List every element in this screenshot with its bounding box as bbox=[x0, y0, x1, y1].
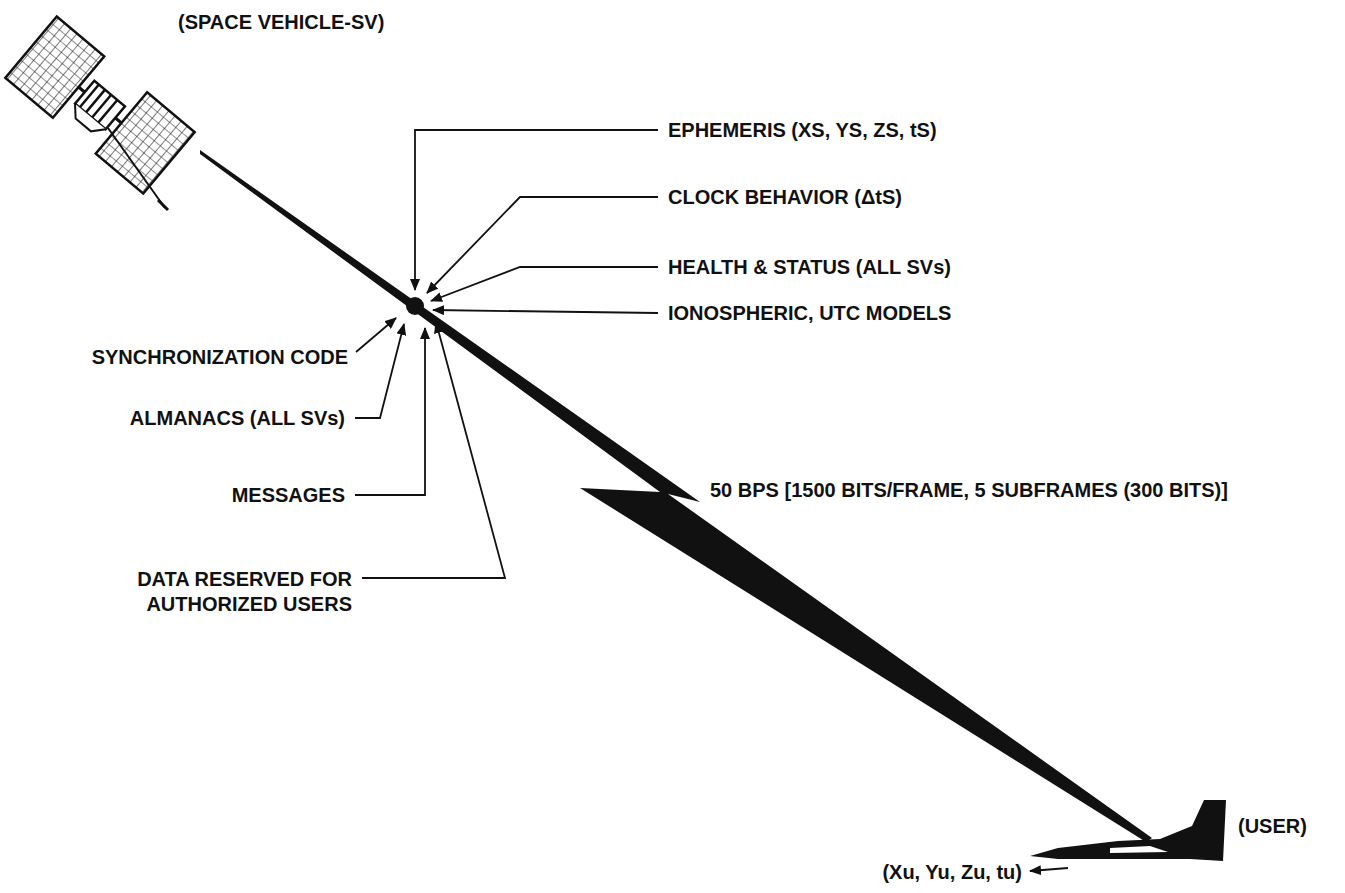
leader-arrow bbox=[433, 310, 658, 313]
leader-arrow bbox=[356, 318, 396, 352]
user-label: (USER) bbox=[1238, 814, 1307, 839]
leader-arrow bbox=[355, 328, 425, 495]
data-item: HEALTH & STATUS (ALL SVs) bbox=[668, 255, 951, 280]
data-item: ALMANACS (ALL SVs) bbox=[130, 406, 345, 431]
message-dot bbox=[406, 297, 424, 315]
user-aircraft bbox=[1030, 800, 1226, 861]
antenna-mount bbox=[68, 104, 106, 138]
aircraft-canopy-line bbox=[1110, 846, 1168, 853]
leader-arrow bbox=[1030, 868, 1068, 871]
data-rate-label: 50 BPS [1500 BITS/FRAME, 5 SUBFRAMES (30… bbox=[710, 478, 1228, 503]
satellite-label: (SPACE VEHICLE-SV) bbox=[178, 10, 384, 35]
data-item: CLOCK BEHAVIOR (ΔtS) bbox=[668, 185, 902, 210]
leader-arrow bbox=[415, 130, 658, 290]
leader-arrow bbox=[431, 267, 658, 301]
leader-arrow bbox=[355, 324, 404, 418]
data-item: EPHEMERIS (XS, YS, ZS, tS) bbox=[668, 118, 937, 143]
data-item: MESSAGES bbox=[232, 483, 345, 508]
user-coordinates: (Xu, Yu, Zu, tu) bbox=[882, 860, 1022, 885]
antenna-boom bbox=[108, 128, 165, 208]
satellite bbox=[5, 17, 194, 194]
data-item: SYNCHRONIZATION CODE bbox=[92, 345, 348, 370]
leader-arrow bbox=[362, 322, 505, 578]
leader-arrow bbox=[427, 197, 658, 293]
data-item: DATA RESERVED FOR AUTHORIZED USERS bbox=[102, 567, 352, 617]
antenna-tip bbox=[158, 200, 168, 210]
data-item: IONOSPHERIC, UTC MODELS bbox=[668, 301, 951, 326]
